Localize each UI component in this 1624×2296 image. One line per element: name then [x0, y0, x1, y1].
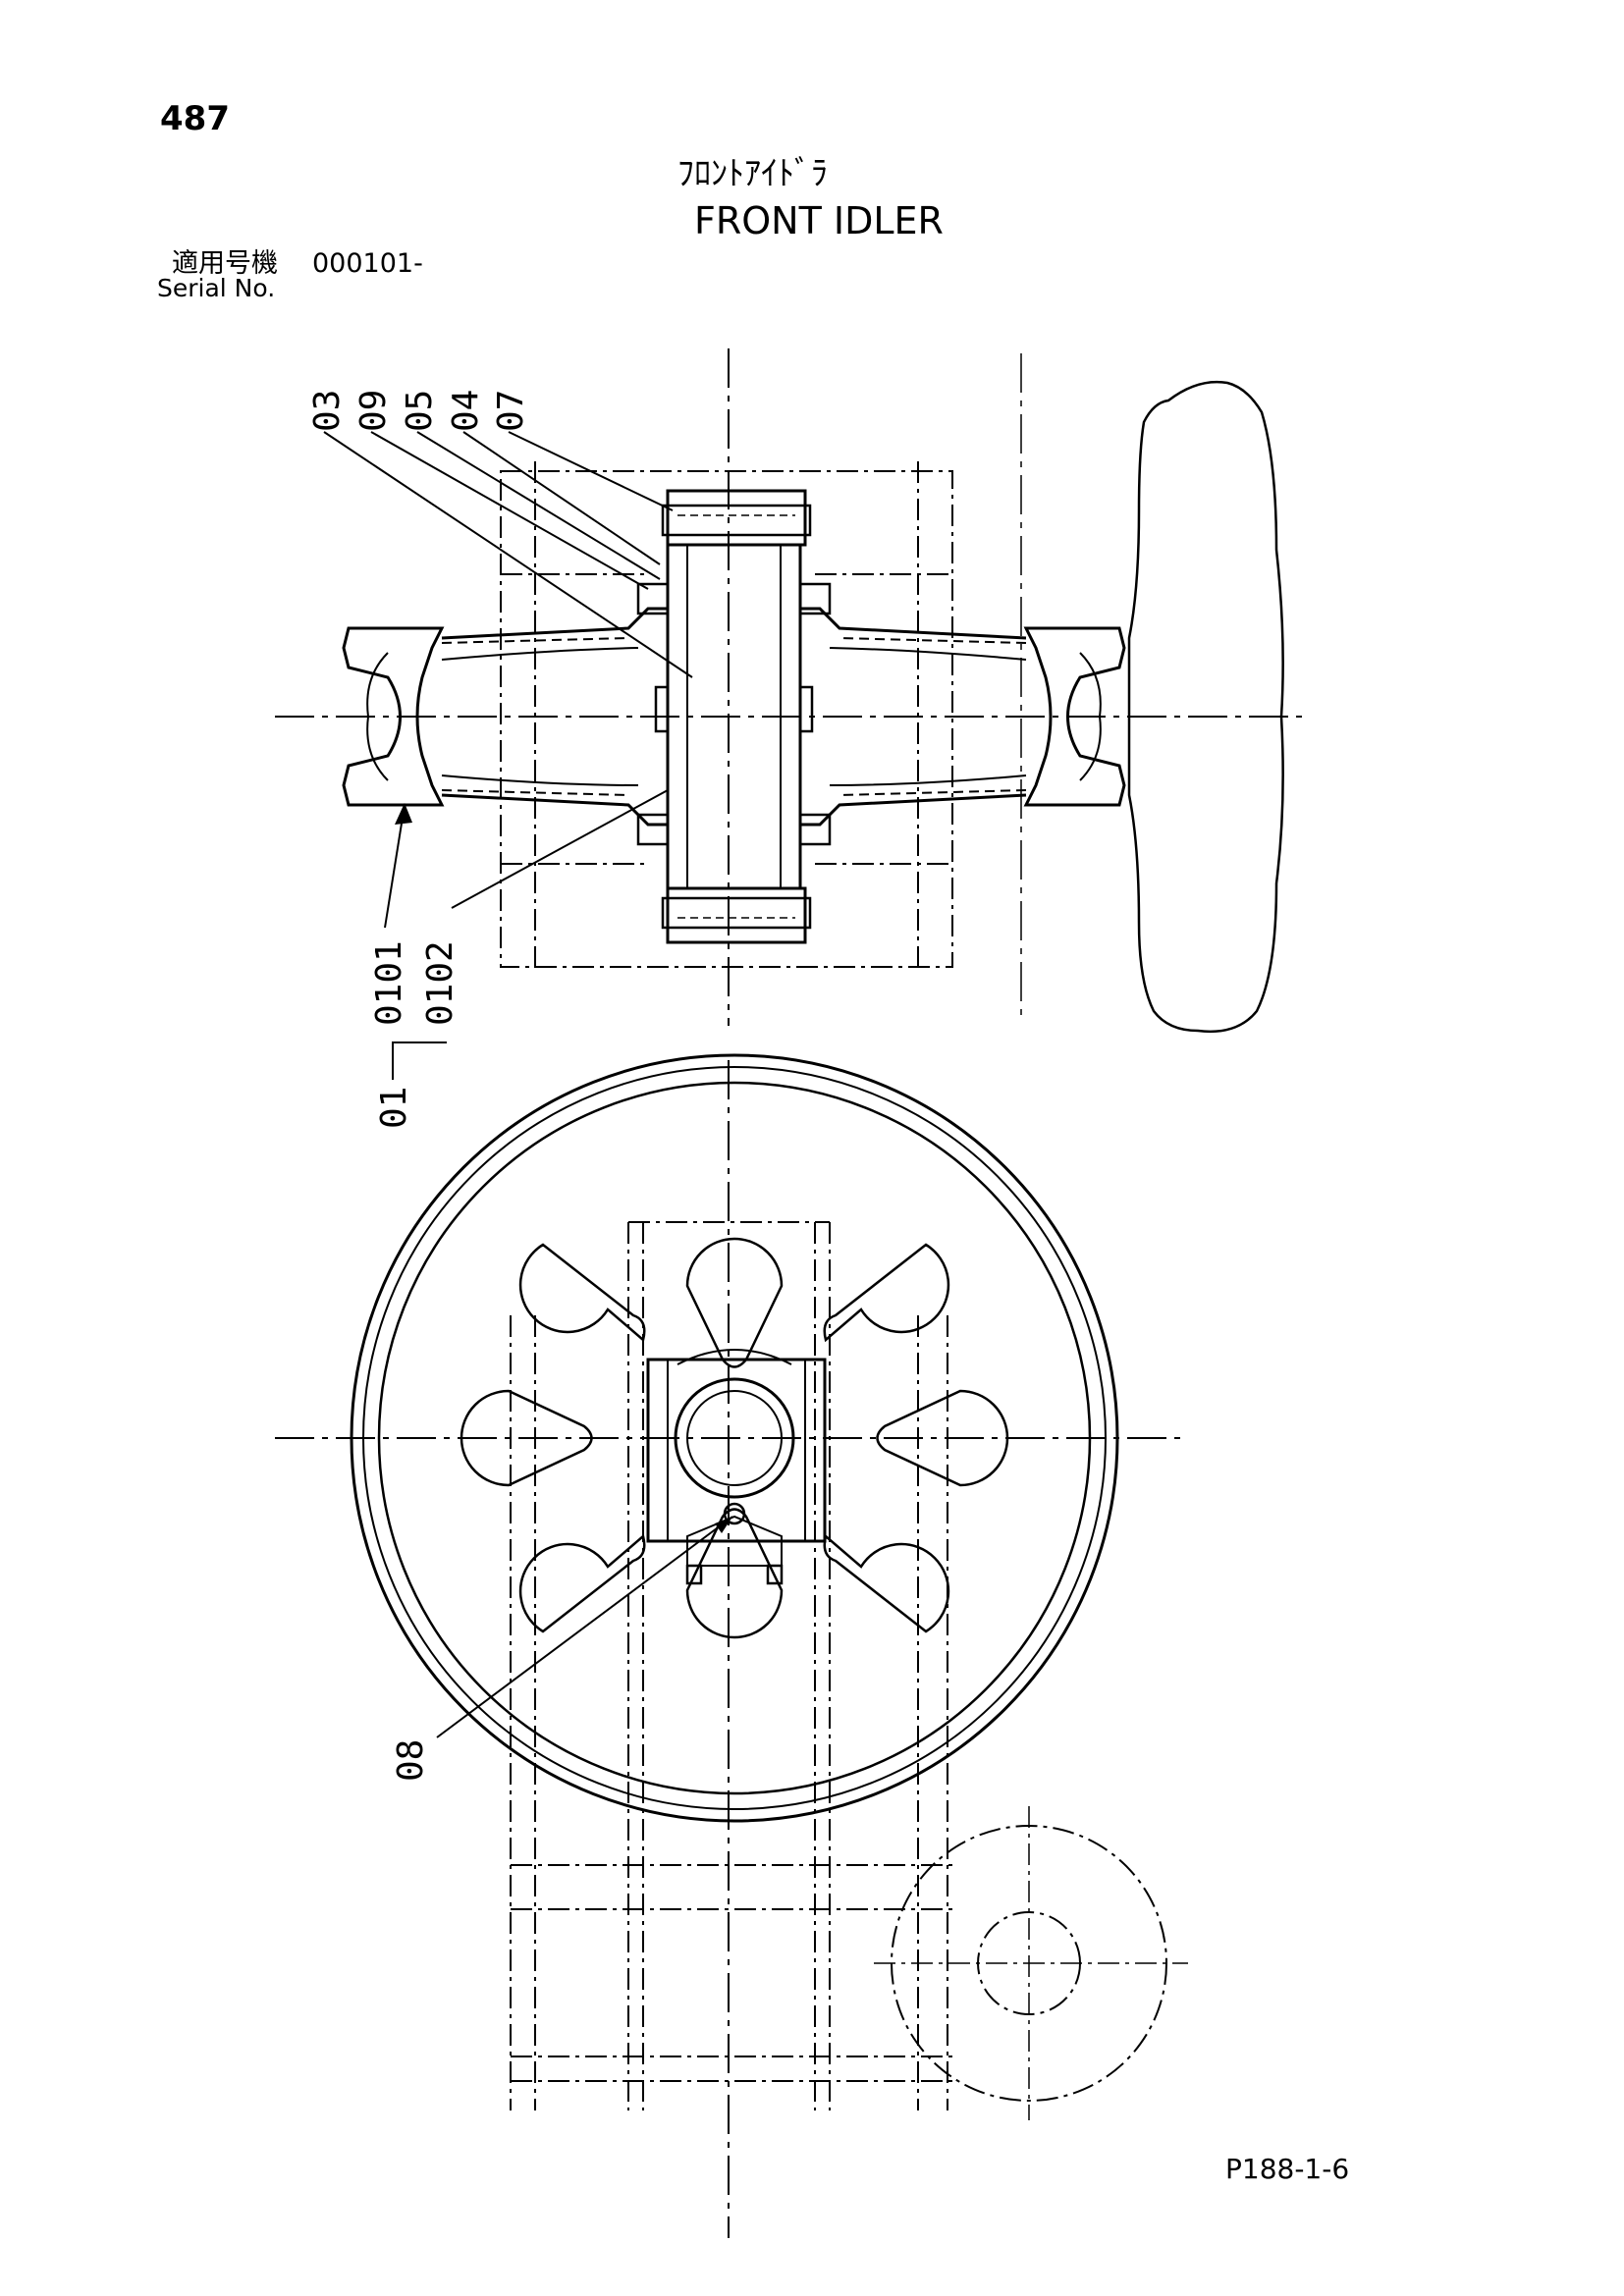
serial-label-english: Serial No.: [157, 274, 276, 302]
callout-01: 01: [374, 1087, 414, 1129]
serial-number-value: 000101-: [312, 248, 423, 279]
callout-08: 08: [391, 1739, 431, 1782]
callout-labels: 03 09 05 04 07 0101 0102 01 08: [307, 390, 531, 1782]
callout-03: 03: [307, 390, 348, 432]
callout-0101: 0101: [369, 940, 409, 1026]
serial-label-japanese: 適用号機: [172, 248, 278, 279]
idler-cross-section: [275, 348, 1306, 1033]
title-japanese: ﾌﾛﾝﾄｱｲﾄﾞﾗ: [677, 154, 828, 193]
callout-09: 09: [353, 390, 394, 432]
page-code: P188-1-6: [1225, 2153, 1350, 2185]
callout-07: 07: [491, 390, 531, 432]
idler-side-view: [275, 1053, 1188, 2238]
page-number: 487: [160, 99, 230, 138]
callout-0102: 0102: [420, 940, 460, 1026]
callout-05: 05: [400, 390, 440, 432]
callout-04: 04: [446, 390, 486, 432]
title-english: FRONT IDLER: [694, 199, 944, 242]
